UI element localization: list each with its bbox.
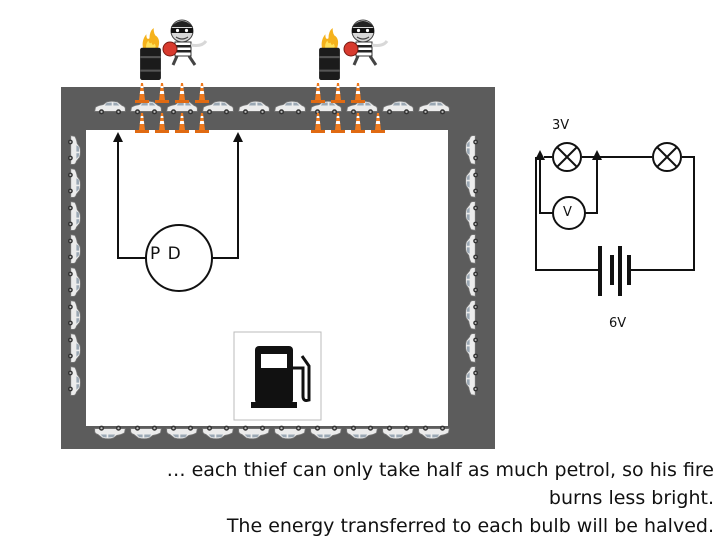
pd-meter-circle bbox=[145, 224, 213, 292]
caption-line: … each thief can only take half as much … bbox=[166, 459, 714, 481]
battery-icon bbox=[598, 246, 631, 296]
lamp-icon bbox=[552, 142, 582, 172]
voltmeter-label: V bbox=[563, 205, 572, 220]
caption-line: burns less bright. bbox=[548, 487, 714, 509]
probe-arrow-right bbox=[233, 132, 243, 142]
voltmeter-probe-arrow bbox=[535, 150, 545, 160]
fire-barrel-icon bbox=[140, 28, 161, 80]
thief-icon bbox=[162, 18, 208, 67]
probe-arrow-left bbox=[113, 132, 123, 142]
voltmeter-probe-arrow bbox=[592, 150, 602, 160]
caption-line: The energy transferred to each bulb will… bbox=[226, 515, 714, 537]
caption: … each thief can only take half as much … bbox=[14, 456, 714, 540]
fuel-pump-icon bbox=[233, 331, 322, 421]
lamp-voltage-label: 3V bbox=[552, 118, 570, 133]
lamp-icon bbox=[652, 142, 682, 172]
thief-icon bbox=[343, 18, 389, 67]
probe-wires bbox=[117, 138, 239, 259]
voltmeter-circle bbox=[552, 196, 586, 230]
fire-barrel-icon bbox=[319, 28, 340, 80]
battery-voltage-label: 6V bbox=[609, 316, 627, 331]
pd-label: P D bbox=[150, 244, 182, 264]
